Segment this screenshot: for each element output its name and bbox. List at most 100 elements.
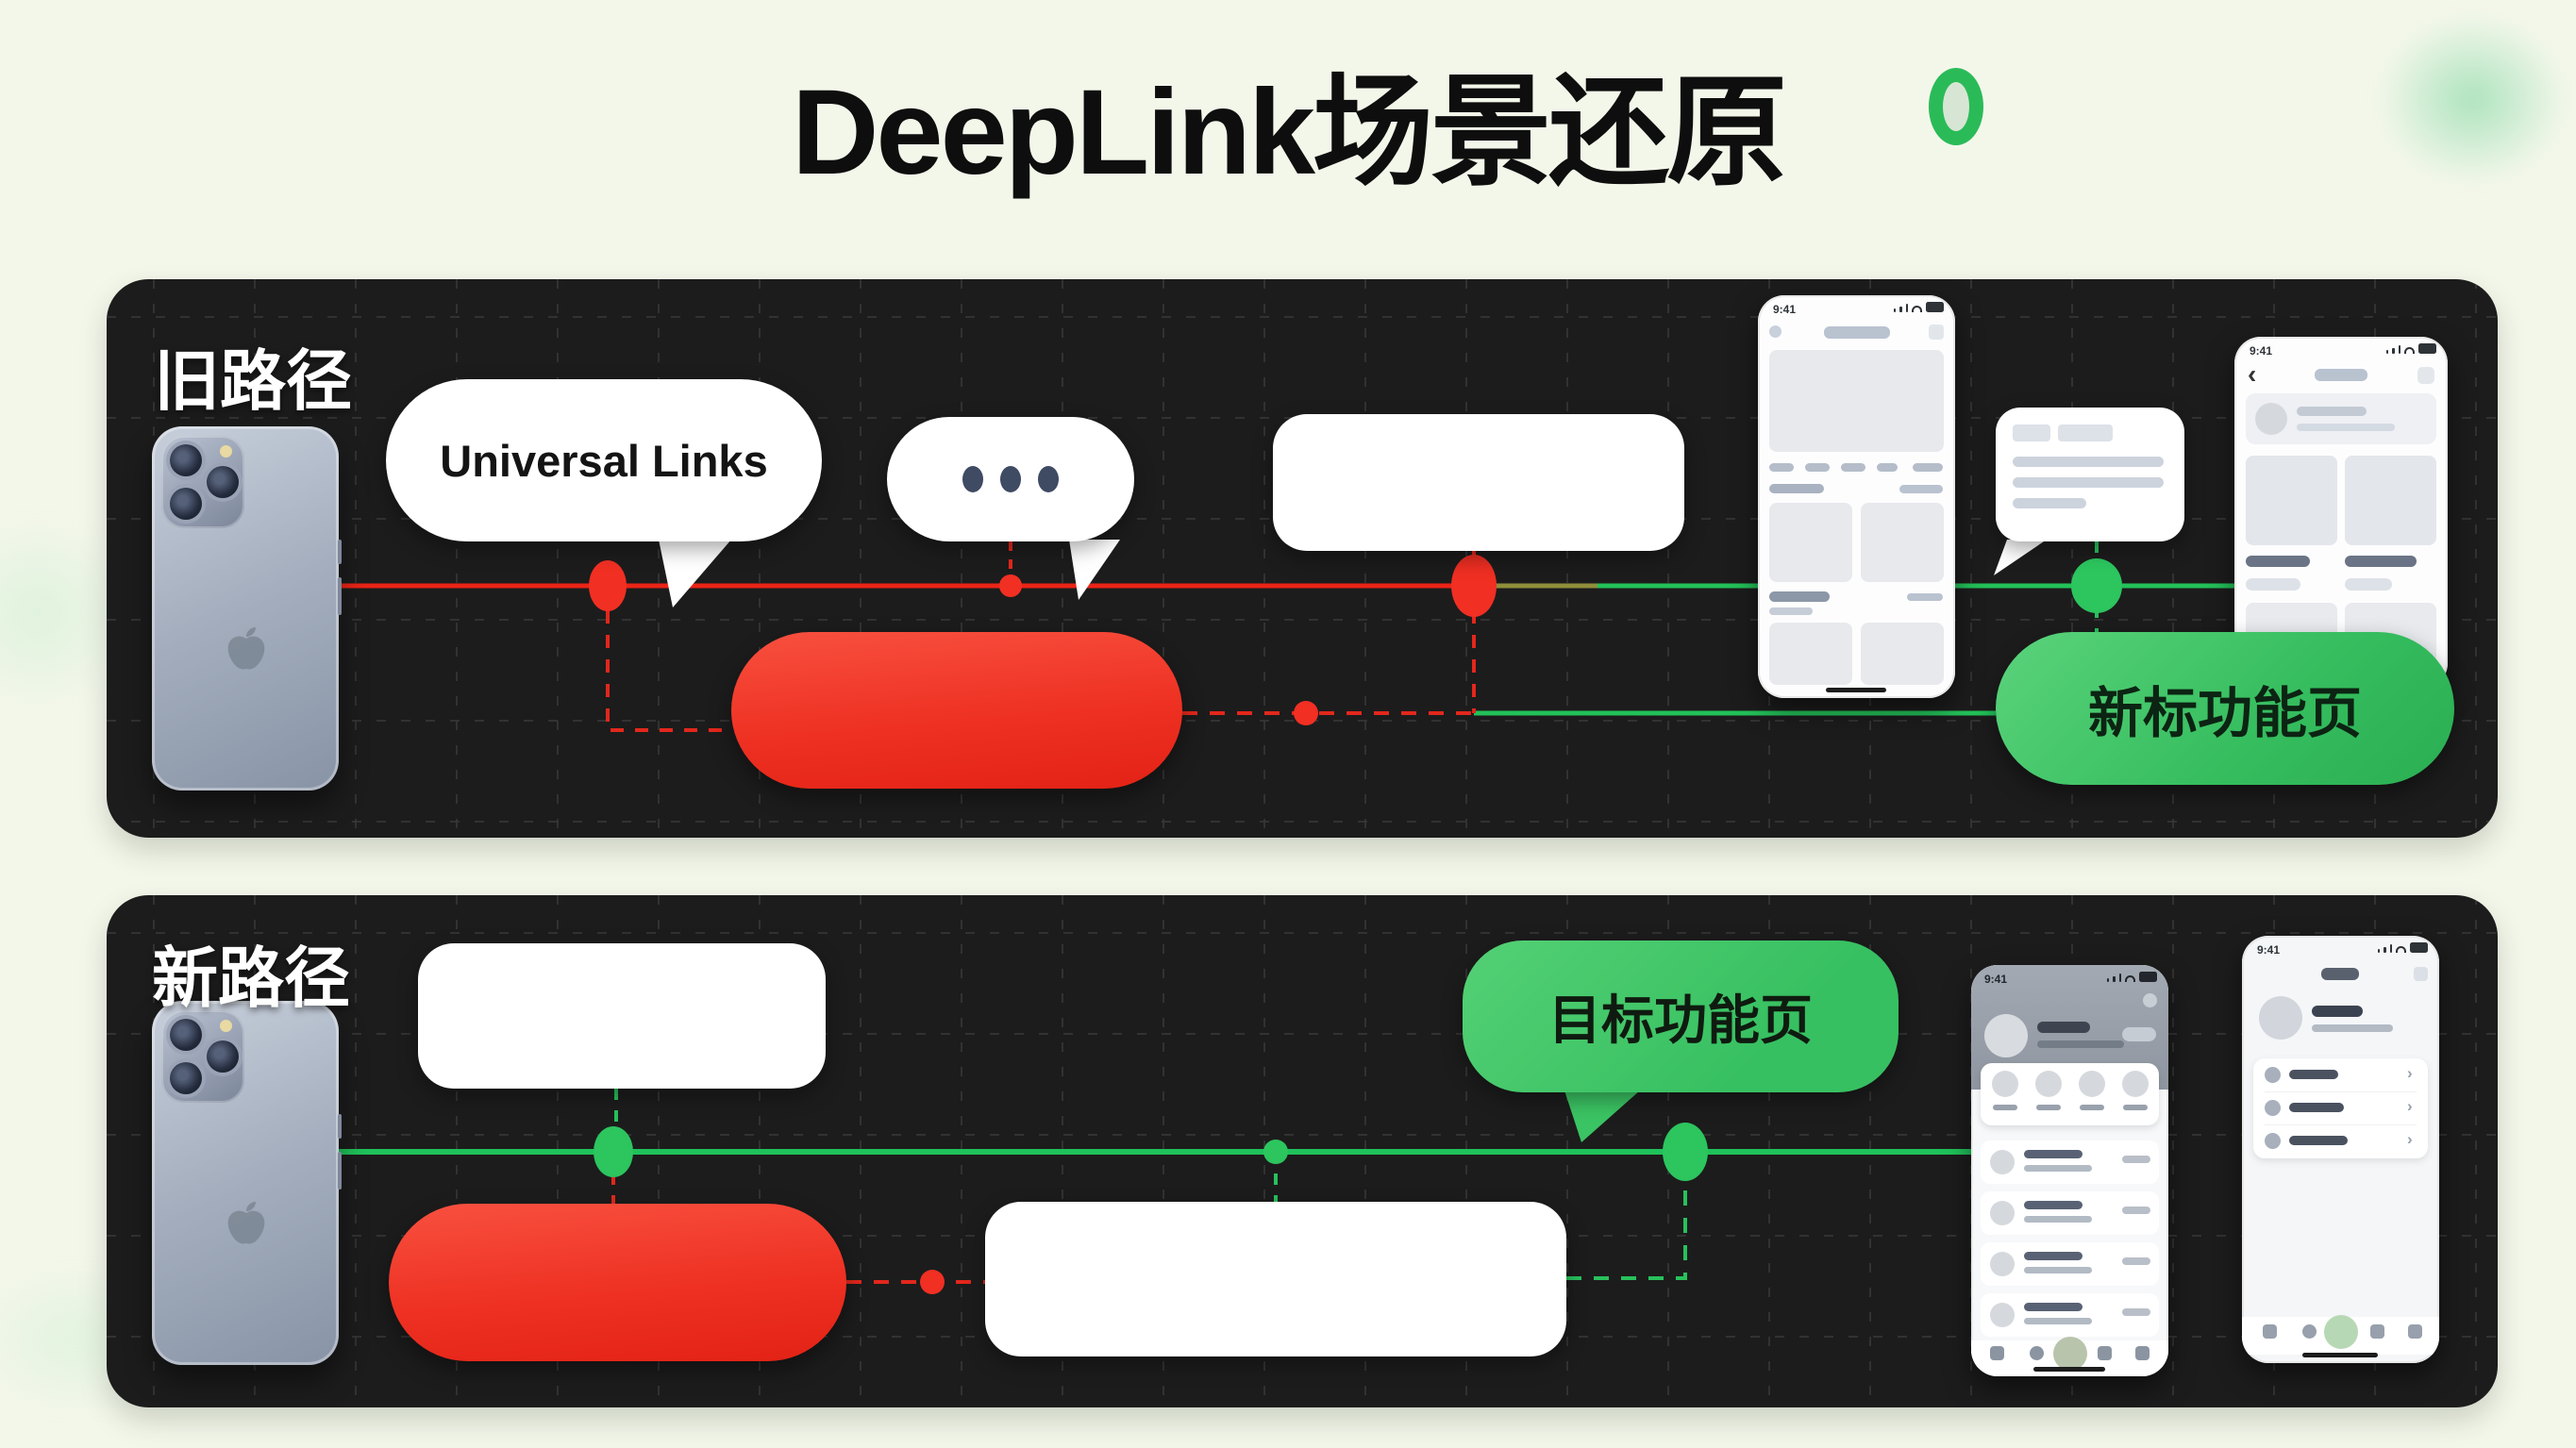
tab-home-icon xyxy=(2263,1324,2277,1339)
iphone-photo-new xyxy=(152,1001,342,1365)
tab-files-icon xyxy=(2098,1346,2112,1360)
tab-profile-icon xyxy=(2135,1346,2149,1360)
side-button xyxy=(338,1114,342,1139)
chevron-right-icon: › xyxy=(2407,1097,2413,1115)
universal-links-bubble-tail xyxy=(659,540,731,607)
universal-links-bubble: Universal Links xyxy=(386,379,822,541)
camera-lens-icon xyxy=(170,488,202,520)
label-placeholder xyxy=(2246,556,2310,567)
tab-placeholder xyxy=(1769,463,1794,472)
header-action-placeholder xyxy=(2414,967,2428,981)
target-bubble-tail xyxy=(1564,1090,1640,1142)
side-button xyxy=(338,540,342,564)
chip-placeholder xyxy=(2013,424,2050,441)
image-placeholder xyxy=(1861,503,1944,582)
red-node-1 xyxy=(589,560,627,611)
background-glow-top-right xyxy=(2340,0,2576,217)
setting-label-placeholder xyxy=(2289,1070,2338,1079)
target-feature-bubble: 目标功能页 xyxy=(1463,940,1899,1092)
camera-lens-icon xyxy=(207,466,239,498)
header-title-placeholder xyxy=(1824,326,1890,339)
tab-center-button xyxy=(2053,1337,2087,1371)
pill-placeholder xyxy=(2246,578,2300,591)
chevron-right-icon: › xyxy=(2407,1064,2413,1082)
blank-step-card xyxy=(985,1202,1566,1356)
app-screen-mockup-feature: 9:41 xyxy=(1758,295,1955,698)
green-node-2 xyxy=(1263,1140,1288,1164)
notification-card xyxy=(1996,408,2184,541)
signal-icon xyxy=(1893,308,1896,312)
app-screen-mockup-profile: 9:41 xyxy=(1971,965,2168,1376)
list-row xyxy=(1981,1191,2159,1235)
text-line-placeholder xyxy=(2297,424,2395,431)
status-time: 9:41 xyxy=(1984,973,2008,986)
avatar xyxy=(2255,403,2287,435)
camera-lens-icon xyxy=(170,1062,202,1094)
green-dashed-elbow xyxy=(1566,1152,1687,1280)
list-row xyxy=(1981,1293,2159,1337)
apple-logo-icon xyxy=(227,1202,265,1244)
text-line-placeholder xyxy=(2013,477,2164,488)
header-title-placeholder xyxy=(2321,968,2359,980)
camera-module-icon xyxy=(161,436,244,528)
setting-label-placeholder xyxy=(2289,1136,2348,1145)
header-action-placeholder xyxy=(1929,325,1944,340)
setting-icon xyxy=(2265,1100,2281,1116)
hero-image-placeholder xyxy=(1769,350,1944,452)
camera-flash-icon xyxy=(220,1020,232,1032)
tab-bar xyxy=(2242,1315,2439,1355)
status-time: 9:41 xyxy=(1773,303,1797,316)
chip-placeholder xyxy=(2058,424,2113,441)
blank-step-card xyxy=(1273,414,1684,551)
new-path-connectors xyxy=(337,1089,1971,1294)
pill-placeholder xyxy=(2122,1027,2156,1041)
image-placeholder xyxy=(1861,623,1944,685)
signal-icon xyxy=(2377,949,2380,953)
status-icons xyxy=(2106,972,2157,982)
wifi-icon xyxy=(2125,975,2135,982)
label-placeholder xyxy=(1769,484,1824,493)
typing-dots-icon xyxy=(887,417,1134,541)
avatar xyxy=(2259,996,2302,1040)
new-path-panel: 新路径 目标功能页 9:41 xyxy=(107,895,2498,1407)
status-time: 9:41 xyxy=(2257,943,2281,957)
status-icons xyxy=(2385,343,2436,354)
tab-discover-icon xyxy=(2030,1346,2044,1360)
camera-lens-icon xyxy=(170,1019,202,1051)
text-line-placeholder xyxy=(2013,498,2086,508)
red-node-1 xyxy=(920,1270,945,1294)
battery-icon xyxy=(1926,302,1944,312)
wifi-icon xyxy=(2404,347,2415,354)
pill-placeholder xyxy=(2345,578,2392,591)
tab-home-icon xyxy=(1990,1346,2004,1360)
red-dashed-connector xyxy=(606,586,731,732)
red-node-2 xyxy=(999,574,1022,597)
label-placeholder xyxy=(1899,485,1943,493)
tab-placeholder xyxy=(1913,463,1943,472)
side-button xyxy=(338,577,342,615)
old-path-panel: 旧路径 Universal Links xyxy=(107,279,2498,838)
wifi-icon xyxy=(1912,306,1922,312)
universal-links-label: Universal Links xyxy=(440,435,768,486)
settings-card: › › › xyxy=(2253,1058,2428,1158)
label-placeholder xyxy=(1769,607,1813,615)
signal-icon xyxy=(2385,350,2388,354)
gear-icon xyxy=(2143,993,2157,1007)
camera-lens-icon xyxy=(207,1040,239,1073)
message-card-tail xyxy=(1994,540,2047,575)
tab-placeholder xyxy=(1805,463,1830,472)
subtitle-placeholder xyxy=(2037,1040,2124,1048)
text-line-placeholder xyxy=(2013,457,2164,467)
setting-icon xyxy=(2265,1133,2281,1149)
tab-profile-icon xyxy=(2408,1324,2422,1339)
back-icon: ‹ xyxy=(2248,359,2257,389)
subtitle-placeholder xyxy=(2312,1024,2393,1032)
tab-placeholder xyxy=(1841,463,1865,472)
old-path-label: 旧路径 xyxy=(154,344,352,418)
typing-bubble-tail xyxy=(1069,540,1120,600)
green-node-3 xyxy=(1663,1123,1708,1181)
apple-logo-icon xyxy=(227,627,265,670)
image-placeholder xyxy=(1769,503,1852,582)
setting-icon xyxy=(2265,1067,2281,1083)
